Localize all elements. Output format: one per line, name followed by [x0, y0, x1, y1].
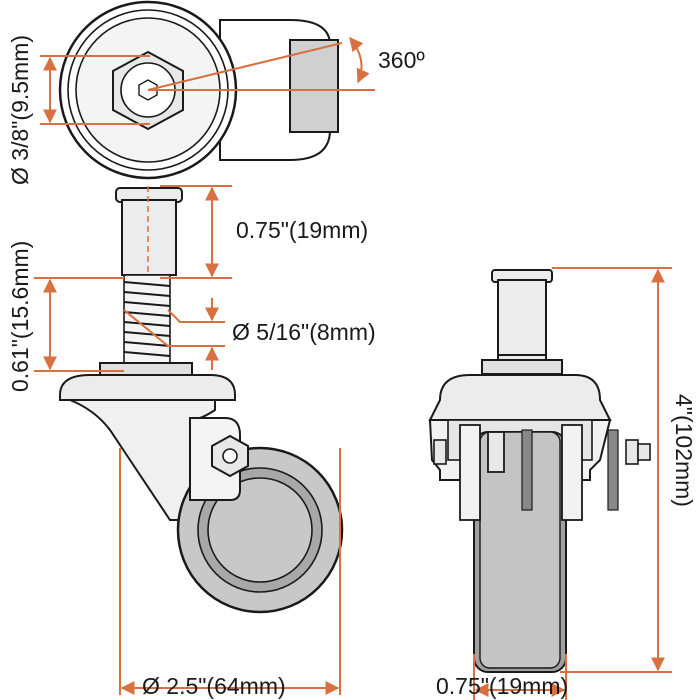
label-total-height: 4"(102mm) — [671, 394, 697, 507]
front-view — [428, 267, 672, 700]
thread — [123, 274, 171, 366]
axle-nut-right — [625, 439, 639, 465]
stem-shaft — [121, 199, 177, 276]
swivel-plate — [59, 374, 236, 401]
label-bolt-diameter: Ø 3/8"(9.5mm) — [7, 35, 33, 185]
front-stem — [497, 279, 547, 361]
label-stem-length: 0.75"(19mm) — [236, 217, 368, 243]
front-housing — [428, 374, 612, 421]
label-rotation: 360º — [378, 47, 425, 73]
top-mount-plate — [289, 39, 339, 133]
label-wheel-width: 0.75"(19mm) — [436, 673, 568, 699]
label-thread-diameter: Ø 5/16"(8mm) — [232, 319, 376, 345]
label-thread-length: 0.61"(15.6mm) — [7, 241, 33, 392]
side-view — [34, 185, 344, 695]
label-wheel-diameter: Ø 2.5"(64mm) — [142, 673, 286, 699]
axle-nut-left — [487, 431, 505, 473]
top-view — [40, 0, 375, 180]
